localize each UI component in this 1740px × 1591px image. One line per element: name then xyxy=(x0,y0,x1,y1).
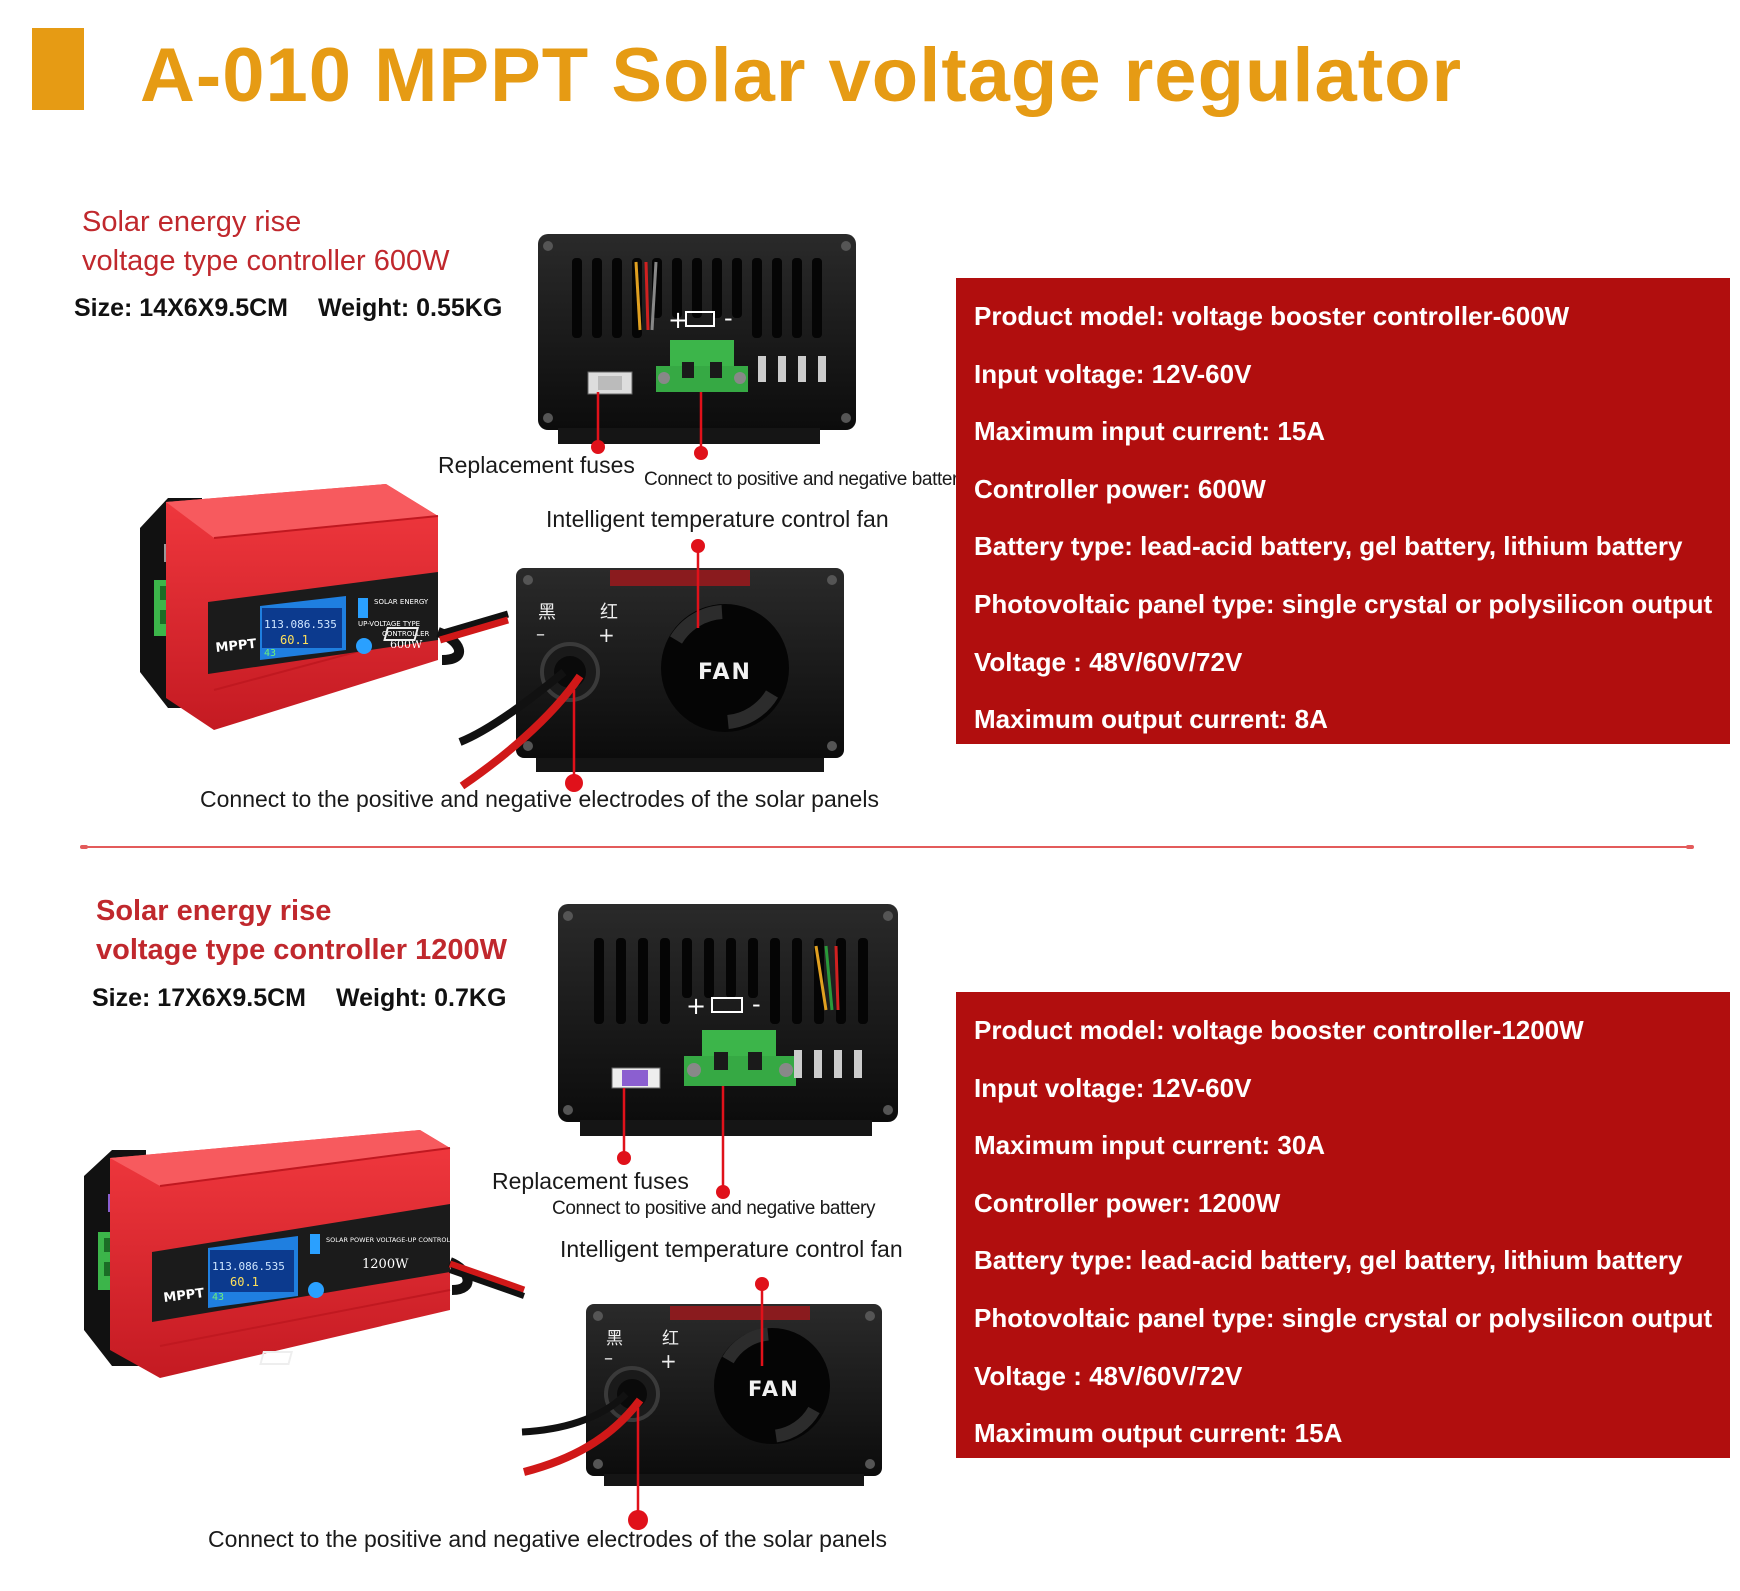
callout-dot xyxy=(691,539,705,553)
product-2-weight: Weight: 0.7KG xyxy=(336,984,507,1012)
spec-item: Photovoltaic panel type: single crystal … xyxy=(974,588,1713,619)
product-1-heading-line2: voltage type controller 600W xyxy=(82,245,450,277)
callout-dot xyxy=(628,1510,648,1530)
callout-fan-600w: Intelligent temperature control fan xyxy=(546,506,889,532)
callout-fuses-1200w: Replacement fuses xyxy=(492,1168,689,1194)
callout-dot xyxy=(716,1185,730,1199)
svg-text:–: – xyxy=(604,1348,613,1369)
svg-text:+: + xyxy=(668,306,688,334)
svg-text:-: - xyxy=(752,990,761,1018)
spec-item: Voltage : 48V/60V/72V xyxy=(974,1360,1243,1391)
svg-text:43: 43 xyxy=(264,648,276,659)
spec-item: Product model: voltage booster controlle… xyxy=(974,301,1570,331)
spec-item: Input voltage: 12V-60V xyxy=(974,1072,1252,1103)
title-accent-bar xyxy=(32,28,84,110)
svg-text:+: + xyxy=(660,1349,677,1373)
product-2-size: Size: 17X6X9.5CM xyxy=(92,984,306,1012)
svg-text:-: - xyxy=(724,304,733,332)
callout-dot xyxy=(755,1277,769,1291)
svg-text:600W: 600W xyxy=(390,638,423,651)
page-title: A-010 MPPT Solar voltage regulator xyxy=(140,33,1463,118)
front-view-600w: 黑 红 – + FAN xyxy=(383,568,844,790)
spec-box-1200w: Product model: voltage booster controlle… xyxy=(956,992,1730,1458)
callout-solar-1200w: Connect to the positive and negative ele… xyxy=(208,1526,887,1552)
svg-text:43: 43 xyxy=(212,1292,224,1303)
red-device-600w: MPPT 113.086.535 60.1 43 SOLAR ENERGY UP… xyxy=(140,484,509,730)
spec-item: Voltage : 48V/60V/72V xyxy=(974,646,1243,677)
callout-dot xyxy=(591,440,605,454)
svg-text:FAN: FAN xyxy=(748,1377,800,1401)
product-1-heading-line1: Solar energy rise xyxy=(82,206,302,238)
svg-text:60.1: 60.1 xyxy=(280,633,309,647)
callout-dot xyxy=(565,774,583,792)
product-2-heading-line2: voltage type controller 1200W xyxy=(96,934,507,966)
svg-text:60.1: 60.1 xyxy=(230,1275,259,1289)
svg-text:113.086.535: 113.086.535 xyxy=(264,618,337,631)
callout-dot xyxy=(694,446,708,460)
spec-list-1200w: Product model: voltage booster controlle… xyxy=(974,1002,1730,1463)
back-view-600w: + - xyxy=(538,234,856,444)
svg-text:SOLAR POWER VOLTAGE-UP CONTROL: SOLAR POWER VOLTAGE-UP CONTROLLER xyxy=(326,1236,463,1244)
svg-text:UP-VOLTAGE TYPE: UP-VOLTAGE TYPE xyxy=(358,620,420,628)
svg-text:–: – xyxy=(536,624,545,645)
callout-fan-1200w: Intelligent temperature control fan xyxy=(560,1236,903,1262)
product-2-dimensions: Size: 17X6X9.5CM Weight: 0.7KG xyxy=(92,984,506,1013)
callout-battery-1200w: Connect to positive and negative battery xyxy=(552,1198,876,1219)
svg-text:黑: 黑 xyxy=(606,1329,623,1349)
spec-list-600w: Product model: voltage booster controlle… xyxy=(974,288,1730,749)
svg-text:SOLAR ENERGY: SOLAR ENERGY xyxy=(374,598,429,606)
section-divider xyxy=(80,845,1694,849)
spec-box-600w: Product model: voltage booster controlle… xyxy=(956,278,1730,744)
svg-text:+: + xyxy=(686,992,706,1020)
svg-text:+: + xyxy=(598,623,615,647)
product-1-size: Size: 14X6X9.5CM xyxy=(74,294,288,322)
svg-text:红: 红 xyxy=(600,602,618,623)
callout-dot xyxy=(617,1151,631,1165)
product-1-weight: Weight: 0.55KG xyxy=(318,294,503,322)
callout-fuses-600w: Replacement fuses xyxy=(438,452,635,478)
spec-item: Input voltage: 12V-60V xyxy=(974,358,1252,389)
svg-text:FAN: FAN xyxy=(698,660,752,685)
back-view-1200w: + - xyxy=(558,904,898,1136)
spec-item: Maximum output current: 8A xyxy=(974,704,1328,735)
spec-item: Maximum input current: 30A xyxy=(974,1130,1326,1161)
product-1-dimensions: Size: 14X6X9.5CM Weight: 0.55KG xyxy=(74,294,502,323)
svg-text:黑: 黑 xyxy=(538,602,556,623)
front-view-1200w: 黑 红 – + FAN xyxy=(259,1304,882,1486)
svg-text:红: 红 xyxy=(662,1329,679,1349)
spec-item: Battery type: lead-acid battery, gel bat… xyxy=(974,531,1683,562)
spec-item: Maximum input current: 15A xyxy=(974,416,1326,447)
red-device-1200w: MPPT 113.086.535 60.1 43 SOLAR POWER VOL… xyxy=(84,1130,526,1378)
callout-solar-600w: Connect to the positive and negative ele… xyxy=(200,786,879,812)
spec-item: Product model: voltage booster controlle… xyxy=(974,1015,1584,1045)
spec-item: Battery type: lead-acid battery, gel bat… xyxy=(974,1245,1683,1276)
spec-item: Maximum output current: 15A xyxy=(974,1418,1343,1449)
callout-battery-600w: Connect to positive and negative battery xyxy=(644,469,968,490)
svg-text:MPPT: MPPT xyxy=(163,1286,206,1306)
spec-item: Controller power: 1200W xyxy=(974,1187,1281,1218)
spec-item: Photovoltaic panel type: single crystal … xyxy=(974,1302,1713,1333)
svg-text:1200W: 1200W xyxy=(362,1257,409,1272)
product-2-heading-line1: Solar energy rise xyxy=(96,895,332,927)
svg-text:MPPT: MPPT xyxy=(215,637,257,656)
svg-text:CONTROLLER: CONTROLLER xyxy=(382,630,430,638)
svg-text:113.086.535: 113.086.535 xyxy=(212,1260,285,1273)
spec-item: Controller power: 600W xyxy=(974,473,1266,504)
